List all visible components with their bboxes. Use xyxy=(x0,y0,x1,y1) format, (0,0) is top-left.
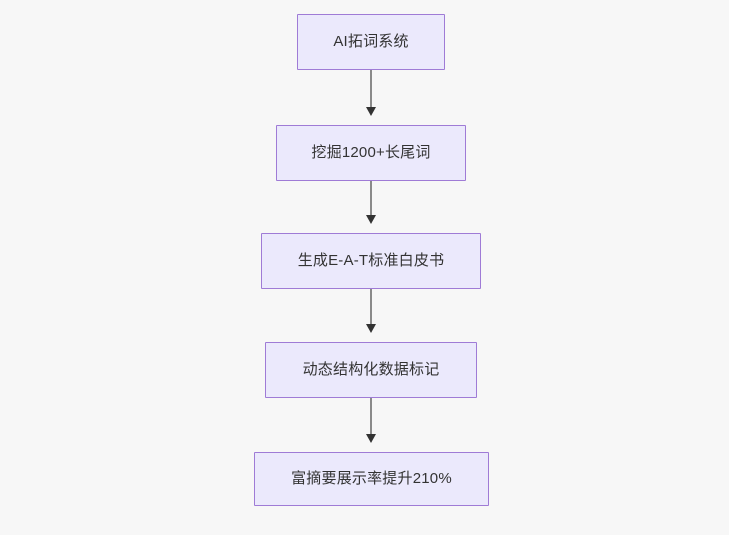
flowchart-node-4[interactable]: 动态结构化数据标记 xyxy=(265,342,477,398)
node-label: 动态结构化数据标记 xyxy=(302,361,440,378)
edge-line xyxy=(370,289,372,326)
node-label: 生成E-A-T标准白皮书 xyxy=(297,252,445,269)
edge-n2-n3 xyxy=(366,181,376,224)
node-label: 富摘要展示率提升210% xyxy=(291,470,452,487)
node-label: 挖掘1200+长尾词 xyxy=(311,144,431,161)
edge-n4-n5 xyxy=(366,398,376,443)
edge-line xyxy=(370,398,372,436)
node-label: AI拓词系统 xyxy=(333,33,409,50)
arrowhead-icon xyxy=(366,324,376,333)
edge-n1-n2 xyxy=(366,70,376,116)
arrowhead-icon xyxy=(366,107,376,116)
edge-n3-n4 xyxy=(366,289,376,333)
flowchart-node-1[interactable]: AI拓词系统 xyxy=(297,14,445,70)
flowchart-node-3[interactable]: 生成E-A-T标准白皮书 xyxy=(261,233,481,289)
flowchart-node-2[interactable]: 挖掘1200+长尾词 xyxy=(276,125,466,181)
edge-line xyxy=(370,181,372,217)
flowchart-node-5[interactable]: 富摘要展示率提升210% xyxy=(254,452,489,506)
arrowhead-icon xyxy=(366,434,376,443)
arrowhead-icon xyxy=(366,215,376,224)
edge-line xyxy=(370,70,372,109)
